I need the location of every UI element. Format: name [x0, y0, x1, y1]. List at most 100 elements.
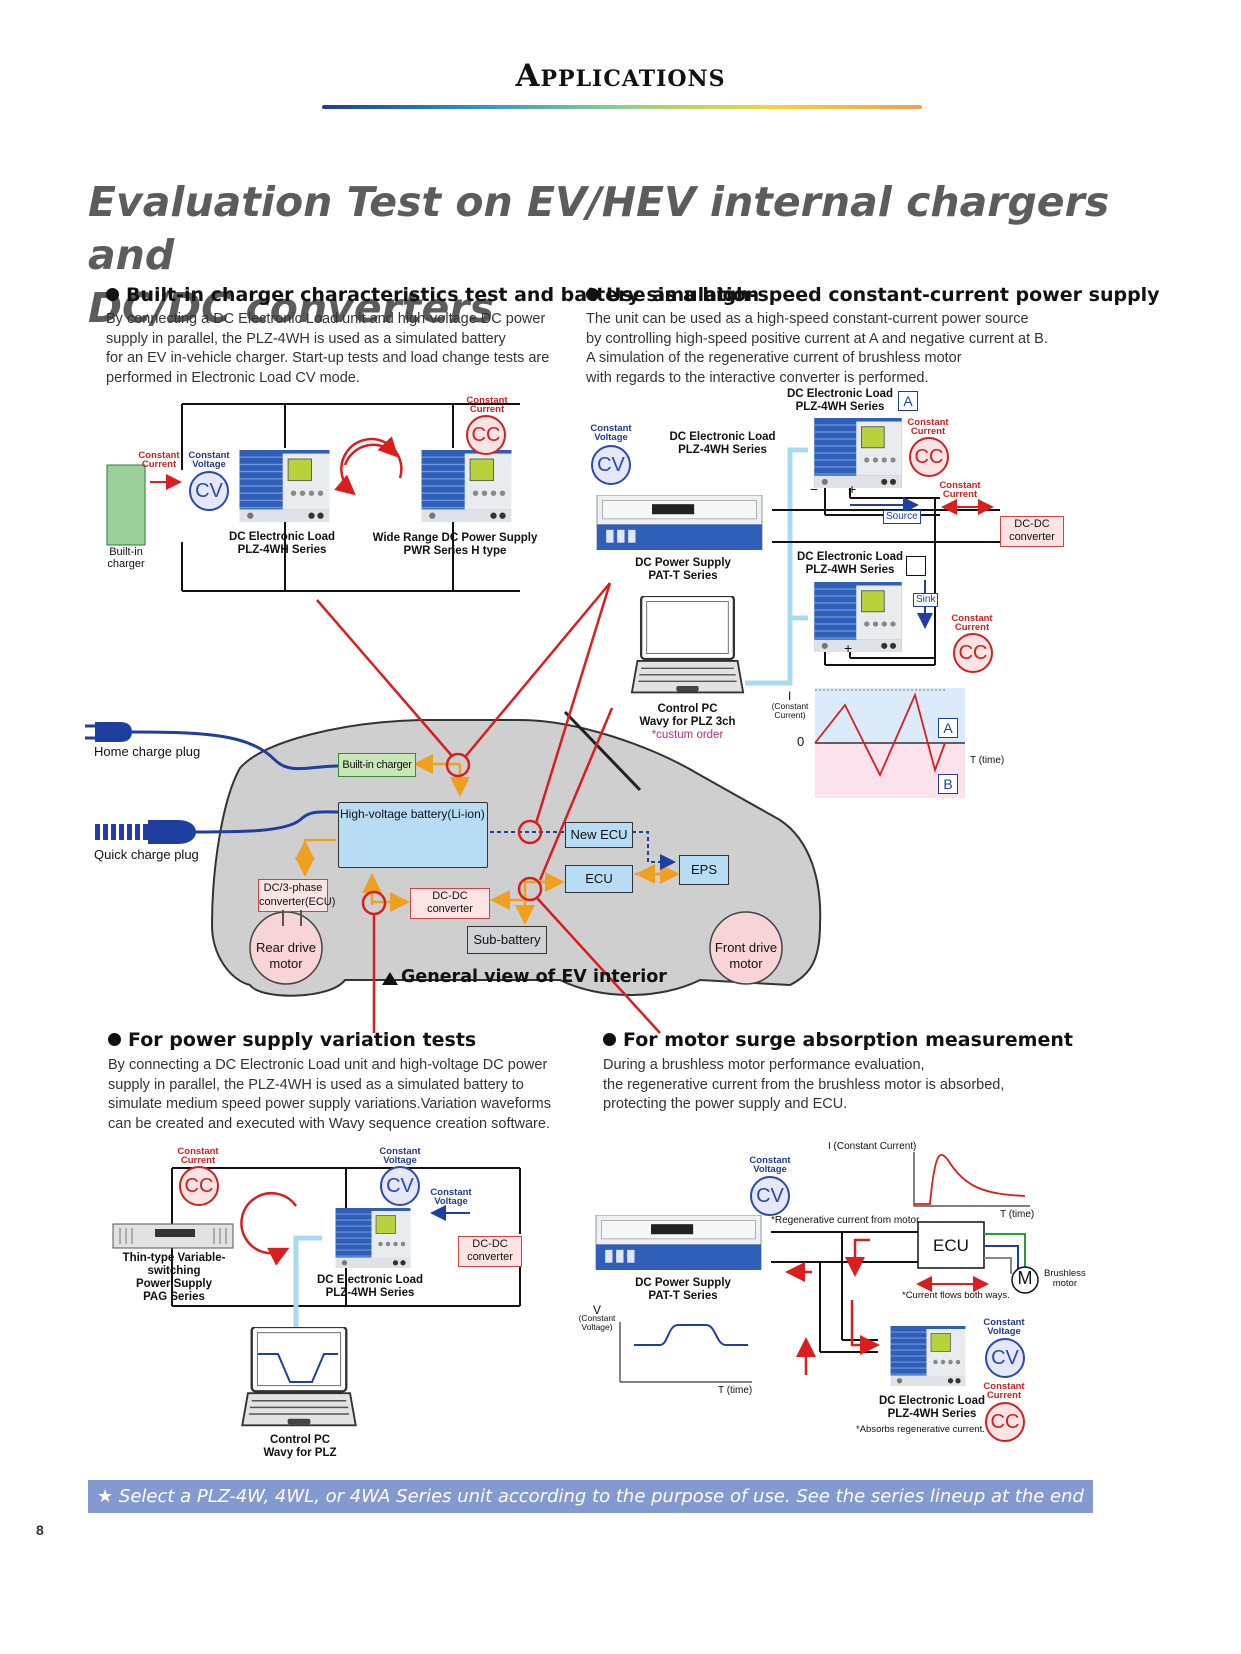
ecu-box-s4 [917, 1221, 985, 1269]
page-title: Evaluation Test on EV/HEV internal charg… [88, 178, 1110, 332]
home-plug-shape [85, 722, 132, 742]
s2-cc-a-badge: CC [909, 437, 949, 477]
graph-b-tag: B [938, 774, 958, 794]
ev-caption: General view of EV interior [401, 967, 667, 987]
motor-m-circle [1011, 1266, 1039, 1294]
ev-car-body [210, 719, 822, 997]
pat-t-supply-s4-unit [595, 1215, 762, 1270]
control-pc-laptop-1 [630, 596, 745, 694]
sink-tag: Sink [913, 593, 939, 607]
s2-a-box: A [898, 391, 918, 411]
s2-graph-i: I [788, 689, 792, 703]
s4-motor-m: M [1017, 1268, 1033, 1288]
s1-paragraph: By connecting a DC Electronic Load unit … [106, 311, 550, 386]
home-charge-plug-label: Home charge plug [94, 744, 201, 759]
rear-motor-circle [249, 911, 323, 985]
dc-load-b-unit [813, 582, 903, 652]
s2-cv-badge: CV [591, 445, 631, 485]
ev-ecu-box: ECU [565, 865, 633, 893]
dc-load-unit [238, 450, 331, 522]
s3-heading: For power supply variation tests [108, 1029, 476, 1051]
ev-new-ecu-box: New ECU [565, 822, 633, 848]
s4-cv2-badge: CV [985, 1338, 1025, 1378]
s3-paragraph: By connecting a DC Electronic Load unit … [108, 1057, 551, 1132]
s2-plus-b: + [844, 640, 853, 656]
s1-cv-badge: CV [189, 471, 229, 511]
ev-sub-battery-box: Sub-battery [467, 926, 547, 954]
bullet-icon [586, 288, 599, 301]
ev-battery-box: High-voltage battery(Li-ion) [338, 802, 488, 868]
pwr-supply-unit [420, 450, 513, 522]
front-motor-circle [709, 911, 783, 985]
s4-absorbs-note: *Absorbs regenerative current. [856, 1424, 985, 1435]
source-tag: Source [883, 510, 921, 524]
s4-regen-note: *Regenerative current from motor [771, 1215, 920, 1226]
control-pc-laptop-2 [241, 1327, 357, 1427]
bullet-icon [603, 1033, 616, 1046]
graph-s2-waveform [814, 692, 946, 778]
quick-plug-shape [95, 820, 196, 844]
graph-voltage-curve [634, 1324, 748, 1346]
dc-load-s3-unit [334, 1208, 412, 1268]
s2-b-empty-box [906, 556, 926, 576]
section-header: Applications [515, 58, 726, 94]
quick-charge-plug-label: Quick charge plug [94, 847, 199, 862]
s3-cc-badge: CC [179, 1166, 219, 1206]
ev-eps-box: EPS [679, 855, 729, 885]
s2-minus-a: − [810, 481, 819, 497]
dc-load-s4-unit [889, 1326, 967, 1386]
s2-plus-a: + [848, 481, 857, 497]
bullet-icon [108, 1033, 121, 1046]
graph-a-tag: A [938, 718, 958, 738]
builtin-charger-device [106, 464, 146, 546]
s4-flows-note: *Current flows both ways. [902, 1290, 1010, 1301]
dc-load-a-unit [813, 418, 903, 488]
s1-heading: Built-in charger characteristics test an… [106, 284, 759, 306]
s2-minus-b: − [826, 656, 835, 672]
ev-builtin-charger-box: Built-in charger [338, 753, 416, 777]
s2-heading: Use as a high-speed constant-current pow… [586, 284, 1160, 306]
s4-cv-badge: CV [750, 1176, 790, 1216]
s2-cc-b-badge: CC [953, 633, 993, 673]
s4-graph1-xlabel: T (time) [1000, 1209, 1035, 1220]
s3-cv-badge: CV [380, 1166, 420, 1206]
s4-graph-ilabel: I (Constant Current) [828, 1141, 917, 1152]
ev-motor-wires [282, 910, 302, 926]
pat-t-supply-unit [596, 495, 763, 550]
bullet-icon [106, 288, 119, 301]
s2-graph-xlabel: T (time) [970, 755, 1005, 766]
graph-regen-curve [914, 1154, 1026, 1205]
